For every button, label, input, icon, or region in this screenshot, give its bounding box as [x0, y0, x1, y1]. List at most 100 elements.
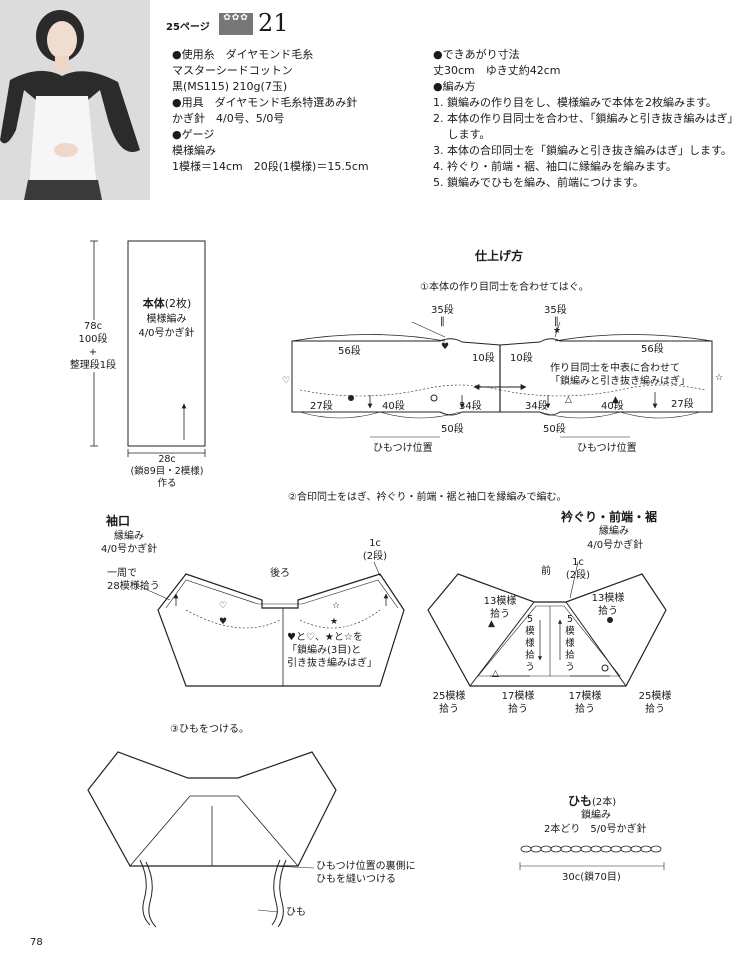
row-10-right: 10段 [510, 353, 533, 364]
width-make: 作る [157, 478, 177, 489]
neck-hook: 4/0号かぎ針 [587, 540, 644, 551]
heart-filled-icon: ♥ [441, 342, 449, 352]
pick5-right-char: う [565, 662, 575, 673]
pick17-left: 17模様 拾う [493, 690, 543, 716]
pick5-right-char: 模 [565, 626, 575, 637]
star-filled-icon: ★ [553, 326, 561, 336]
height-plus: + [88, 347, 98, 358]
svg-text:☆: ☆ [332, 601, 340, 611]
neck-top-label: 1c (2段) [560, 556, 596, 582]
pattern-number: 21 [258, 9, 289, 37]
row-27-right: 27段 [671, 399, 694, 410]
materials-line: 1模様＝14cm 20段(1模様)＝15.5cm [172, 160, 369, 173]
pick13-left-line: 13模様 [483, 596, 517, 607]
neck-diagram: ▲ △ [427, 561, 667, 687]
heart-outline-icon: ♡ [282, 376, 290, 386]
cord-chain [519, 845, 665, 870]
instructions-line: 2. 本体の作り目同士を合わせ、「鎖編みと引き抜き編みはぎ」 [433, 112, 739, 125]
pick5-left: 5 模 様 拾 う [523, 614, 537, 674]
pick5-right-char: 拾 [565, 650, 575, 661]
join-note-line: 「鎖編みと引き抜き編みはぎ」 [550, 376, 690, 387]
pick25-right-line: 25模様 [638, 691, 672, 702]
string-length: 30c(鎖70目) [562, 872, 621, 883]
materials-line: ●ゲージ [172, 128, 215, 141]
flower-icons: ✿✿✿ [223, 13, 249, 23]
pattern-badge: ✿✿✿ [219, 13, 253, 35]
pick5-left-char: 拾 [525, 650, 535, 661]
row-56-right: 56段 [641, 344, 664, 355]
width-cm: 28c [158, 454, 176, 465]
cuff-title: 袖口 [106, 514, 131, 528]
materials-line: ●用具 ダイヤモンド毛糸特選あみ針 [172, 96, 358, 109]
pick25-left: 25模様 拾う [424, 690, 474, 716]
row-27-left: 27段 [310, 401, 333, 412]
final-note: ひもつけ位置の裏側に ひもを縫いつける [316, 860, 416, 886]
body-height-label: 78c 100段 + 整理段1段 [60, 320, 126, 372]
cord-position-left: ひもつけ位置 [373, 443, 433, 454]
instructions-line: ●編み方 [433, 80, 476, 93]
neck-top-line: (2段) [565, 570, 591, 581]
page-number: 78 [30, 937, 43, 948]
row-50-left: 50段 [441, 424, 464, 435]
pick17-left-line: 17模様 [501, 691, 535, 702]
materials-line: かぎ針 4/0号、5/0号 [172, 112, 285, 125]
page-ref: 25ページ [166, 22, 210, 33]
neck-front: 前 [541, 566, 551, 577]
row-10-left: 10段 [472, 353, 495, 364]
eq-right: ‖ [554, 316, 559, 327]
body-hook: 4/0号かぎ針 [138, 328, 195, 339]
row-35-left: 35段 [431, 305, 454, 316]
pick25-right-line: 拾う [645, 704, 665, 715]
body-count: (2枚) [164, 297, 192, 310]
cuff-round-line: 一周で [107, 568, 137, 579]
svg-text:♥: ♥ [219, 617, 227, 627]
final-note-line: ひもつけ位置の裏側に [316, 861, 416, 872]
string-title: ひも [568, 794, 593, 808]
pick5-left-char: 模 [525, 626, 535, 637]
instructions-column: ●できあがり寸法 丈30cm ゆき丈約42cm ●編み方 1. 鎖編みの作り目を… [433, 47, 739, 191]
final-note-line: ひもを縫いつける [316, 874, 396, 885]
body-title: 本体 [142, 297, 165, 310]
svg-text:♡: ♡ [219, 601, 227, 611]
pick17-right-line: 17模様 [568, 691, 602, 702]
cuff-top-label: 1c (2段) [355, 537, 395, 563]
cuff-stitch: 縁編み [114, 531, 144, 542]
svg-text:★: ★ [330, 617, 338, 627]
cuff-round: 一周で 28模様拾う [107, 567, 160, 593]
pick5-left-char: 5 [526, 614, 534, 625]
instructions-line: ●できあがり寸法 [433, 48, 520, 61]
row-50-right: 50段 [543, 424, 566, 435]
pick17-right: 17模様 拾う [560, 690, 610, 716]
pick13-right-line: 13模様 [591, 593, 625, 604]
pick13-left: 13模様 拾う [474, 595, 526, 621]
cuff-note-line: ♥と♡、★と☆を [287, 632, 363, 643]
row-40-left: 40段 [382, 401, 405, 412]
cuff-join-note: ♥と♡、★と☆を 「鎖編み(3目)と 引き抜き編みはぎ」 [287, 631, 377, 670]
height-extra: 整理段1段 [69, 360, 117, 371]
materials-line: ●使用糸 ダイヤモンド毛糸 [172, 48, 314, 61]
string-yarn: 2本どり 5/0号かぎ針 [544, 824, 647, 835]
neck-top-line: 1c [572, 557, 584, 568]
cuff-top-line: (2段) [362, 551, 388, 562]
triangle-filled-icon: ▲ [612, 395, 619, 405]
pick25-left-line: 25模様 [432, 691, 466, 702]
pick5-right-char: 様 [565, 638, 575, 649]
finish-title: 仕上げ方 [475, 249, 524, 263]
pick5-left-char: 様 [525, 638, 535, 649]
materials-line: 黒(MS115) 210g(7玉) [172, 80, 288, 93]
final-diagram [87, 751, 337, 928]
cuff-hook: 4/0号かぎ針 [101, 544, 158, 555]
joined-panels-diagram: ♥ ★ ♡ ☆ △ ▲ [282, 321, 723, 438]
finish-step2: ②合印同士をはぎ、衿ぐり・前端・裾と袖口を縁編みで編む。 [288, 492, 567, 503]
instructions-line: 丈30cm ゆき丈約42cm [433, 64, 561, 77]
instructions-line: 4. 衿ぐり・前端・裾、袖口に縁編みを編みます。 [433, 160, 677, 173]
pick25-left-line: 拾う [439, 704, 459, 715]
body-width-label: 28c (鎖89目・2模様) 作る [112, 454, 222, 490]
row-34-right: 34段 [525, 401, 548, 412]
final-cord-label: ひも [286, 907, 306, 918]
instructions-line: 1. 鎖編みの作り目をし、模様編みで本体を2枚編みます。 [433, 96, 717, 109]
width-chain: (鎖89目・2模様) [130, 466, 204, 477]
neck-title: 衿ぐり・前端・裾 [561, 510, 658, 524]
instructions-line: します。 [433, 128, 491, 141]
instructions-line: 5. 鎖編みでひもを編み、前端につけます。 [433, 176, 644, 189]
